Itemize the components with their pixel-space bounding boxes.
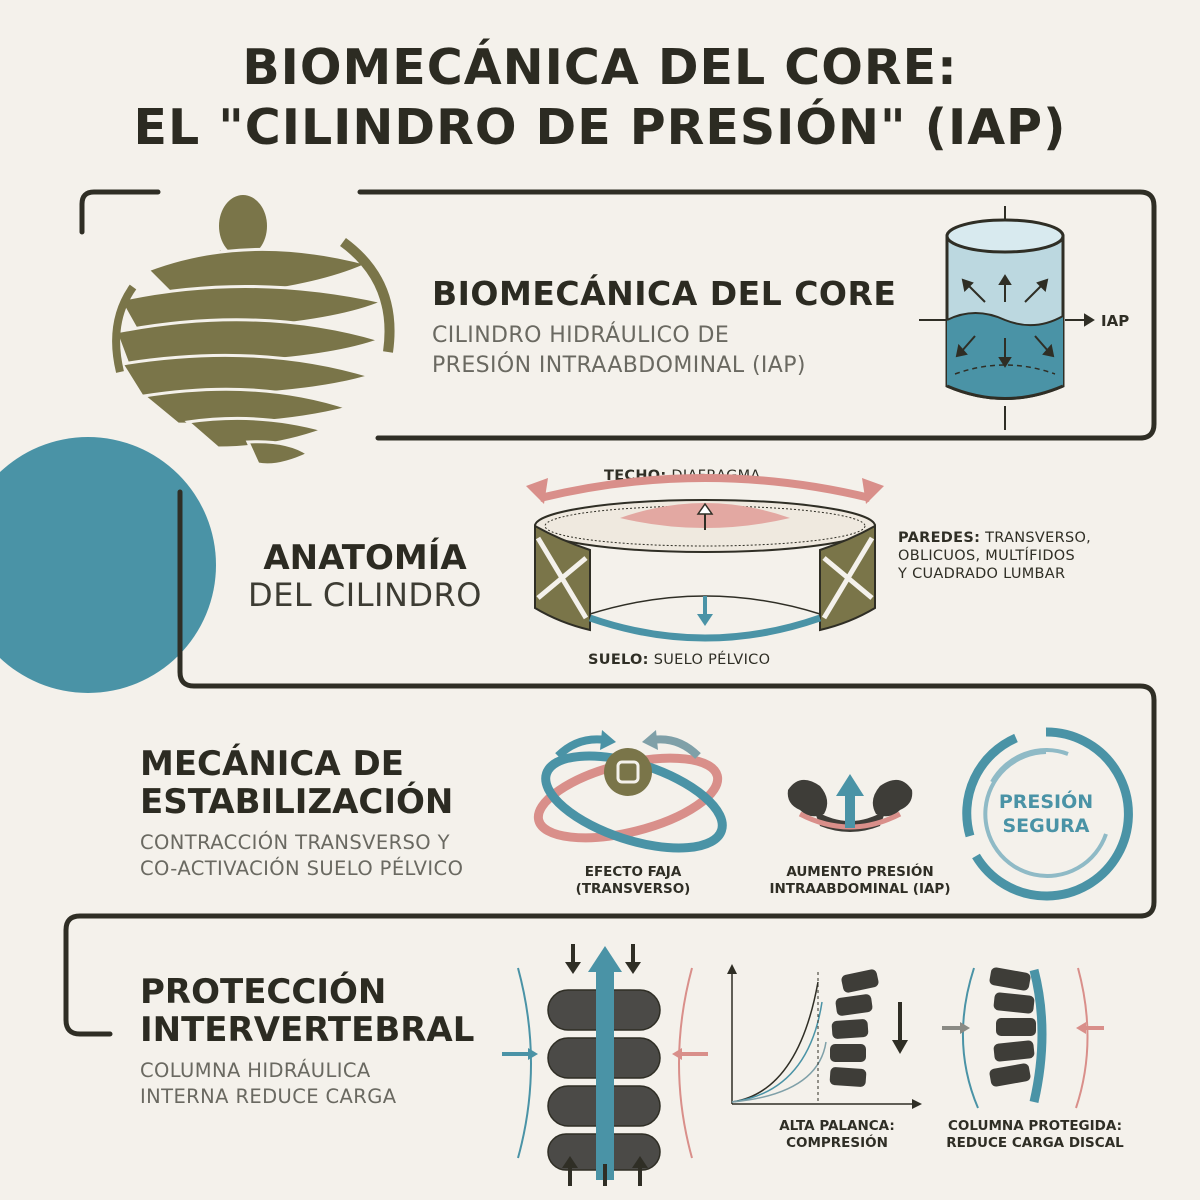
belt-effect-caption: EFECTO FAJA (TRANSVERSO) [543,864,723,898]
hydraulic-column-diagram [502,944,708,1186]
section1-heading: BIOMECÁNICA DEL CORE [432,274,897,313]
suelo-key: SUELO: [588,652,649,668]
section1-subtitle-2: PRESIÓN INTRAABDOMINAL (IAP) [432,353,806,378]
page-title: BIOMECÁNICA DEL CORE: EL "CILINDRO DE PR… [0,38,1200,158]
section2-heading-2: DEL CILINDRO [248,576,482,614]
belt-effect-caption-2: (TRANSVERSO) [575,881,691,897]
section1-frame [79,189,161,235]
section3-heading-1: MECÁNICA DE [140,744,404,784]
paredes-line-2: OBLICUOS, MULTÍFIDOS [898,548,1076,564]
badge-line-1: PRESIÓN [999,789,1093,813]
high-leverage-graph [727,964,922,1109]
section2-frame [63,489,1157,1037]
high-leverage-caption: ALTA PALANCA: COMPRESIÓN [752,1118,922,1152]
section4-subtitle-2: INTERNA REDUCE CARGA [140,1085,397,1108]
iap-increase-caption-2: INTRAABDOMINAL (IAP) [769,881,951,897]
section1-subtitle-1: CILINDRO HIDRÁULICO DE [432,323,730,348]
high-leverage-caption-2: COMPRESIÓN [786,1135,888,1151]
protected-column-caption: COLUMNA PROTEGIDA: REDUCE CARGA DISCAL [920,1118,1150,1152]
pressure-cylinder-icon: IAP [919,206,1129,430]
iap-increase-caption: AUMENTO PRESIÓN INTRAABDOMINAL (IAP) [755,864,965,898]
title-line-2: EL "CILINDRO DE PRESIÓN" (IAP) [133,99,1067,156]
belt-effect-icon [533,730,727,853]
wrapped-torso-icon [112,195,395,467]
paredes-label: PAREDES: TRANSVERSO, OBLICUOS, MULTÍFIDO… [898,529,1091,583]
paredes-key: PAREDES: [898,530,981,546]
protected-column-caption-2: REDUCE CARGA DISCAL [946,1135,1124,1151]
section4-subtitle-1: COLUMNA HIDRÁULICA [140,1059,371,1082]
safe-pressure-badge: PRESIÓN SEGURA [962,727,1133,901]
paredes-line-1: TRANSVERSO, [985,530,1092,546]
suelo-label: SUELO: SUELO PÉLVICO [588,651,770,669]
pelvis-pressure-icon [787,774,913,832]
paredes-line-3: Y CUADRADO LUMBAR [898,566,1066,582]
section3-subtitle-2: CO-ACTIVACIÓN SUELO PÉLVICO [140,857,464,880]
iap-label: IAP [1101,312,1129,330]
protected-column-diagram [942,967,1104,1109]
protected-column-caption-1: COLUMNA PROTEGIDA: [948,1118,1122,1134]
belt-effect-caption-1: EFECTO FAJA [584,864,682,880]
iap-increase-caption-1: AUMENTO PRESIÓN [786,864,934,880]
section3-subtitle-1: CONTRACCIÓN TRANSVERSO Y [140,831,450,854]
teal-decor-circle [0,437,216,693]
section4-heading-1: PROTECCIÓN [140,972,387,1012]
suelo-value: SUELO PÉLVICO [653,652,771,668]
section3-heading-2: ESTABILIZACIÓN [140,782,454,822]
section2-heading-1: ANATOMÍA [263,538,467,578]
high-leverage-caption-1: ALTA PALANCA: [779,1118,895,1134]
title-line-1: BIOMECÁNICA DEL CORE: [242,39,958,96]
section4-heading-2: INTERVERTEBRAL [140,1010,475,1050]
badge-line-2: SEGURA [1002,815,1089,837]
anatomy-cylinder-diagram [526,474,884,642]
